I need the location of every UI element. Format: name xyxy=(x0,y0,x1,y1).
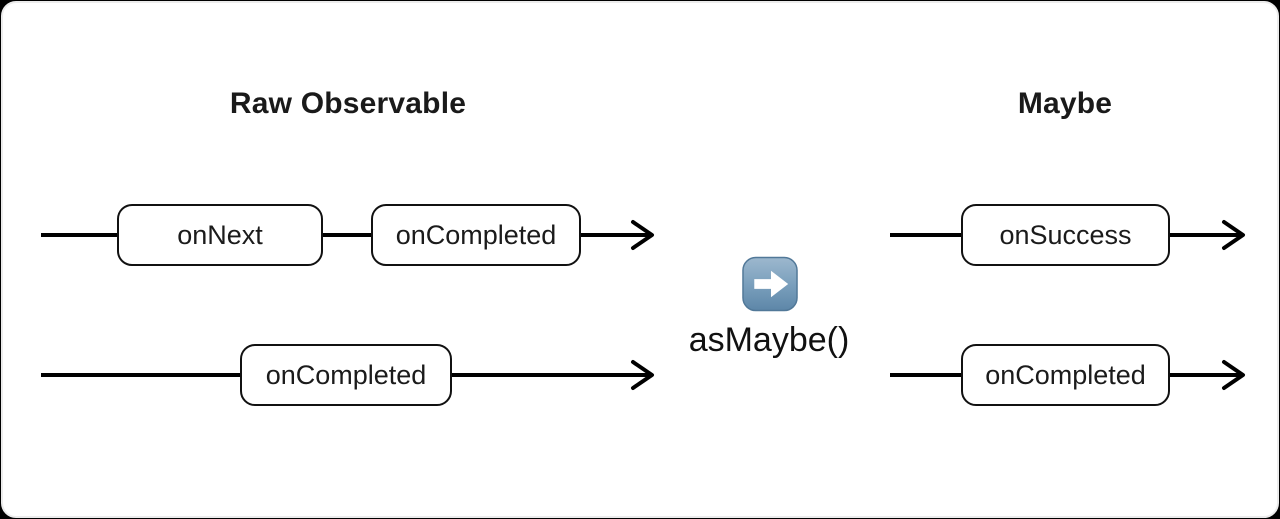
event-box-oncompleted-raw-top: onCompleted xyxy=(371,204,581,266)
event-box-oncompleted-raw-bottom: onCompleted xyxy=(240,344,452,406)
arrowhead-icon xyxy=(1222,220,1245,250)
event-label: onCompleted xyxy=(265,359,427,390)
event-box-onsuccess: onSuccess xyxy=(961,204,1170,266)
arrowhead-icon xyxy=(1222,360,1245,390)
event-box-oncompleted-maybe-bottom: onCompleted xyxy=(961,344,1170,406)
event-label: onCompleted xyxy=(985,359,1146,390)
operator-label: asMaybe() xyxy=(688,321,850,359)
raw-observable-title: Raw Observable xyxy=(229,87,467,120)
emoji-arrow-glyph xyxy=(754,270,789,298)
event-label: onNext xyxy=(177,219,263,250)
arrow-right-emoji-icon xyxy=(742,256,798,312)
maybe-title: Maybe xyxy=(1017,87,1113,120)
event-label: onSuccess xyxy=(999,219,1132,250)
event-label: onCompleted xyxy=(395,219,557,250)
arrowhead-icon xyxy=(631,360,654,390)
event-box-onnext: onNext xyxy=(117,204,323,266)
arrowhead-icon xyxy=(631,220,654,250)
